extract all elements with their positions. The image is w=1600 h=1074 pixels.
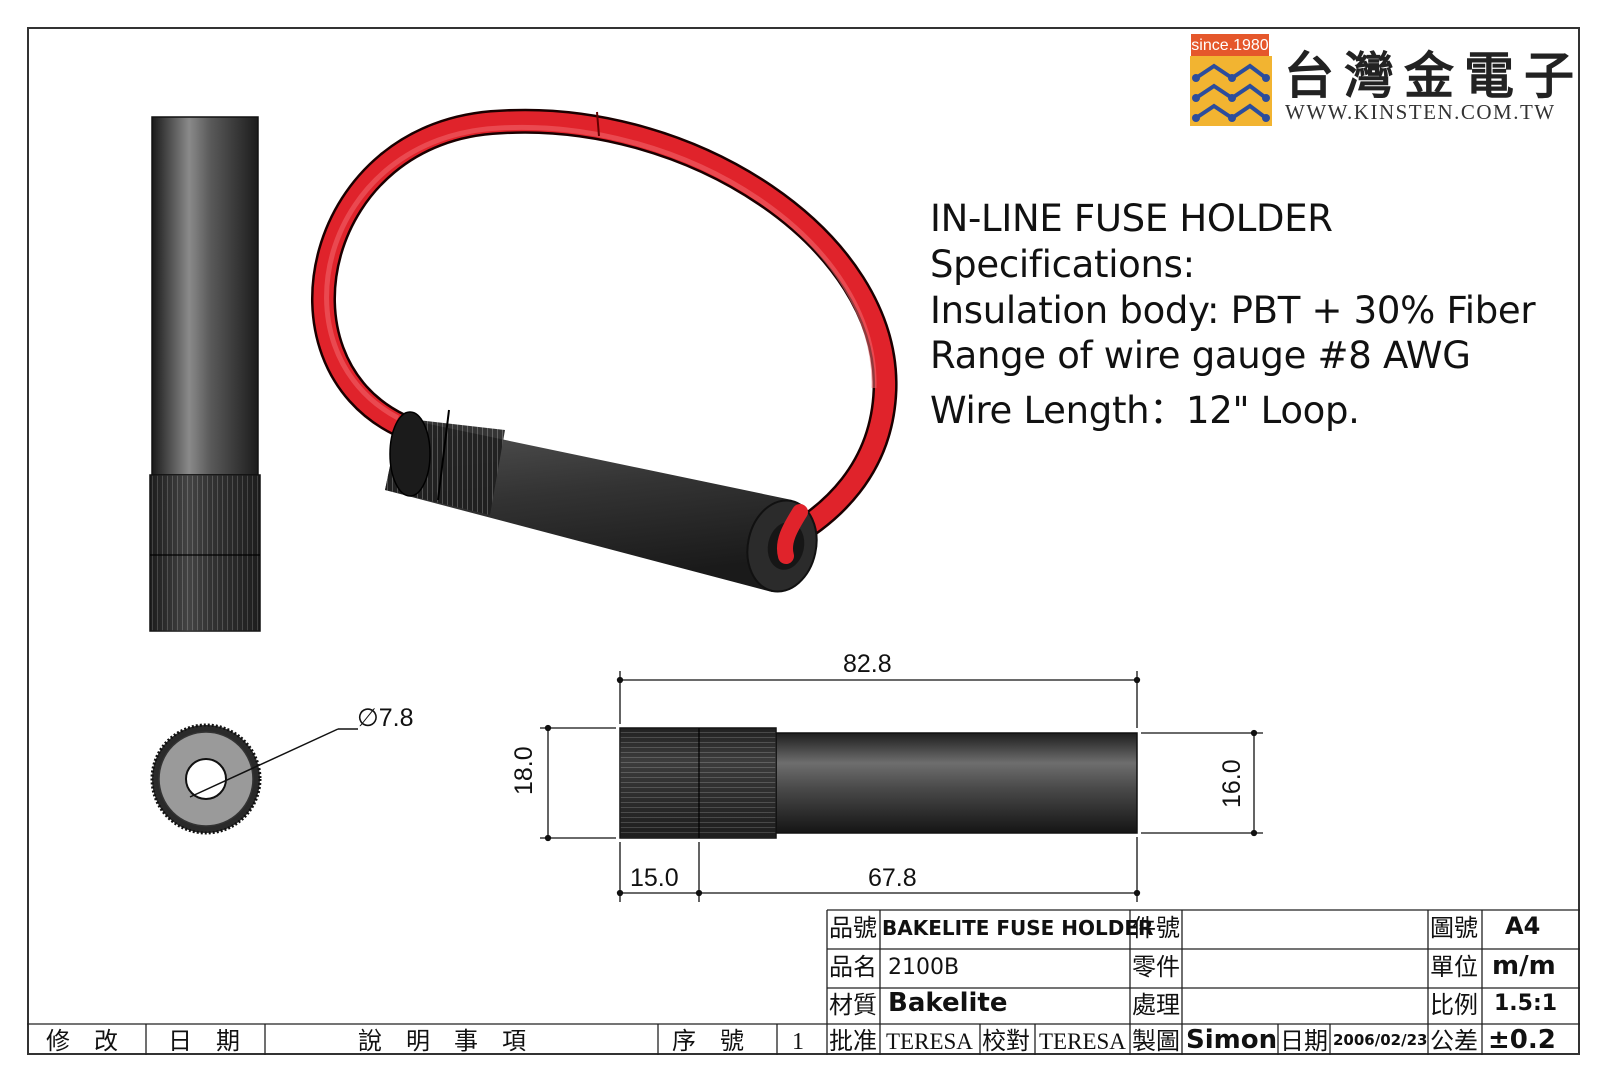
label-material: 材質 bbox=[829, 993, 877, 1019]
value-drawn: Simon bbox=[1186, 1025, 1278, 1055]
company-name-cn: 台灣金電子 bbox=[1284, 46, 1584, 105]
value-name: 2100B bbox=[888, 955, 960, 980]
label-checked: 校對 bbox=[982, 1029, 1030, 1055]
value-tolerance: ±0.2 bbox=[1488, 1025, 1556, 1055]
drawing-frame bbox=[27, 27, 1580, 1055]
spec-title: IN-LINE FUSE HOLDER bbox=[930, 197, 1333, 240]
label-item-no: 件號 bbox=[1132, 916, 1180, 942]
label-tolerance: 公差 bbox=[1430, 1029, 1478, 1055]
rev-serial-value: 1 bbox=[792, 1029, 804, 1055]
label-scale: 比例 bbox=[1430, 993, 1478, 1019]
rev-modify: 修 改 bbox=[46, 1029, 118, 1055]
end-view bbox=[150, 723, 358, 835]
since-badge: since.1980 bbox=[1191, 34, 1269, 57]
label-drawn: 製圖 bbox=[1132, 1029, 1180, 1055]
dim-body-length: 67.8 bbox=[868, 864, 917, 892]
label-approved: 批准 bbox=[829, 1029, 877, 1055]
label-part-no: 品號 bbox=[829, 916, 877, 942]
side-view-vertical bbox=[149, 116, 261, 632]
value-unit: m/m bbox=[1492, 951, 1556, 981]
label-drawing-no: 圖號 bbox=[1430, 916, 1478, 942]
company-url: WWW.KINSTEN.COM.TW bbox=[1285, 100, 1556, 124]
dimension-lines bbox=[540, 671, 1263, 902]
spec-wire-gauge: Range of wire gauge #8 AWG bbox=[930, 334, 1471, 377]
rev-description: 說 明 事 項 bbox=[358, 1029, 526, 1055]
title-block-grid bbox=[27, 909, 1580, 1055]
dim-height-right: 16.0 bbox=[1218, 759, 1246, 808]
iso-fuse-body bbox=[385, 409, 818, 593]
company-logo-icon bbox=[1190, 56, 1272, 126]
label-component: 零件 bbox=[1132, 955, 1180, 981]
dim-diameter: ∅7.8 bbox=[357, 704, 414, 732]
value-scale: 1.5:1 bbox=[1494, 991, 1558, 1016]
label-date: 日期 bbox=[1280, 1029, 1328, 1055]
value-checked: TERESA bbox=[1039, 1029, 1126, 1054]
value-drawing-no: A4 bbox=[1505, 912, 1541, 940]
value-part-no: BAKELITE FUSE HOLDER bbox=[882, 916, 1154, 940]
dim-cap-length: 15.0 bbox=[630, 864, 679, 892]
value-approved: TERESA bbox=[886, 1029, 973, 1054]
label-name: 品名 bbox=[829, 955, 877, 981]
value-material: Bakelite bbox=[888, 988, 1008, 1018]
front-elevation-view bbox=[619, 727, 1138, 839]
spec-heading: Specifications: bbox=[930, 243, 1195, 286]
dim-height-left: 18.0 bbox=[510, 746, 538, 795]
label-treatment: 處理 bbox=[1132, 993, 1180, 1019]
dim-total-length: 82.8 bbox=[843, 650, 892, 678]
label-unit: 單位 bbox=[1430, 955, 1478, 981]
wire-loop bbox=[311, 108, 898, 553]
spec-insulation: Insulation body: PBT + 30% Fiber bbox=[930, 289, 1536, 332]
spec-wire-length: Wire Length：12" Loop. bbox=[930, 389, 1360, 432]
rev-serial: 序 號 bbox=[672, 1029, 744, 1055]
rev-date: 日 期 bbox=[168, 1029, 240, 1055]
value-date: 2006/02/23 bbox=[1333, 1031, 1428, 1049]
